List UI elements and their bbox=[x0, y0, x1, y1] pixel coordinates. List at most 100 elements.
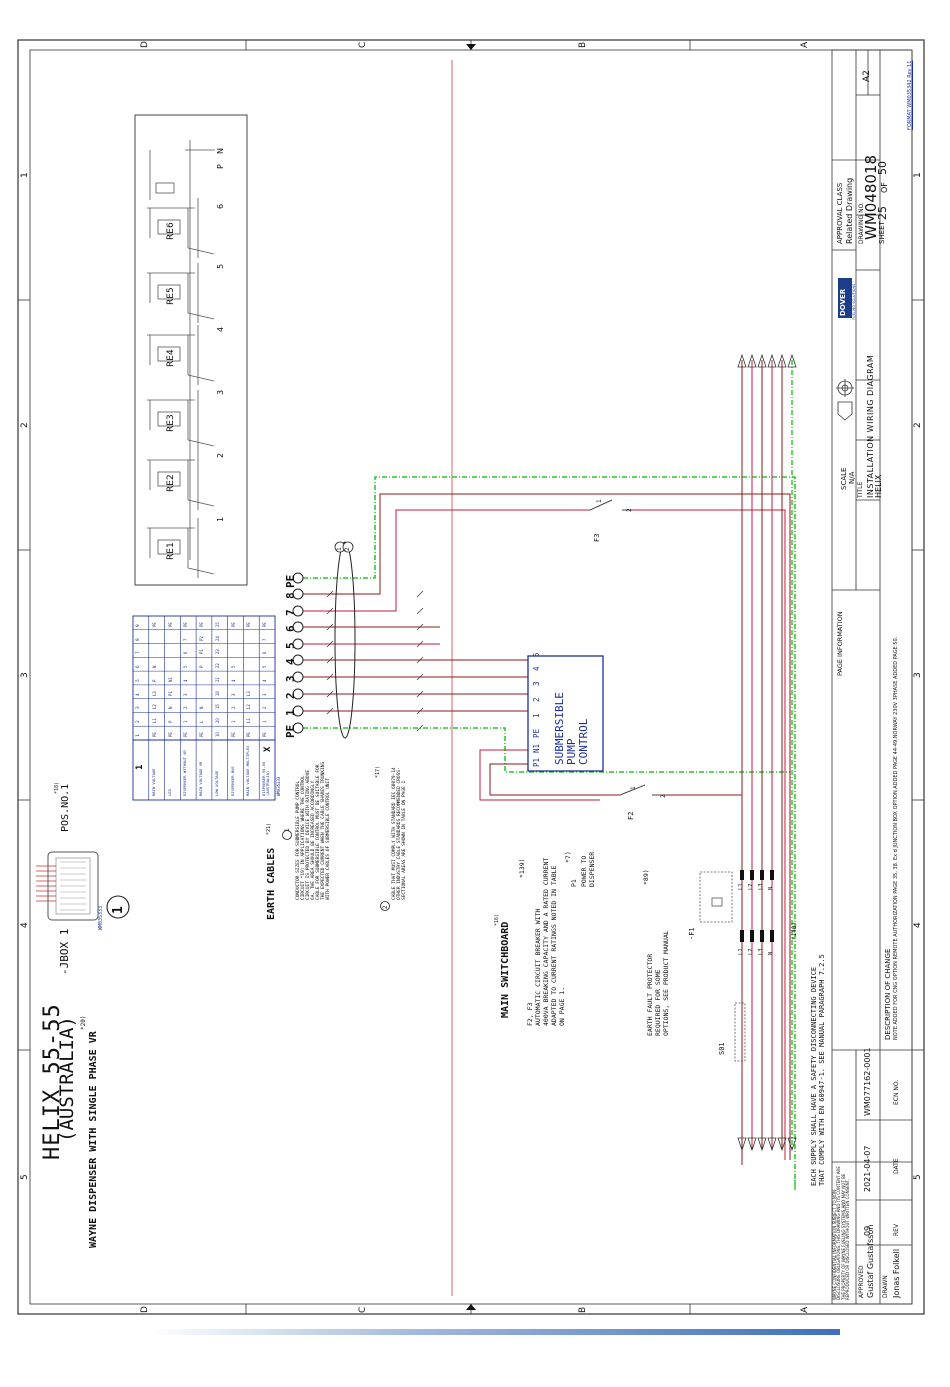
zone-number-left-1: 1 bbox=[20, 172, 30, 178]
table-row-label-0: MAIN VOLTAGE bbox=[150, 768, 156, 796]
table-col-head-6: 6 bbox=[136, 665, 141, 669]
f3-label: F3 bbox=[593, 533, 601, 542]
table-cell-2-8: PE bbox=[183, 621, 189, 627]
table-col-head-8: 8 bbox=[136, 637, 141, 641]
pump-title-3: CONTROL bbox=[577, 718, 590, 765]
wires bbox=[303, 353, 797, 1190]
f2-switch-blade bbox=[619, 784, 646, 796]
table-cell-5-3: 3 bbox=[230, 693, 236, 696]
table-cell-4-7: 24 bbox=[214, 635, 220, 641]
p1-text-1: POWER TO bbox=[580, 855, 588, 887]
efp-title: EARTH FAULT PROTECTOR bbox=[646, 953, 654, 1036]
relay-coil-4 bbox=[157, 346, 181, 362]
table-cell-1-0: PE bbox=[167, 732, 173, 737]
terminal-label-8: 8 bbox=[284, 592, 297, 599]
terminal-circle-4 bbox=[292, 654, 304, 666]
table-cell-1-3: P1 bbox=[167, 690, 173, 696]
relay-coil-6 bbox=[157, 219, 181, 235]
table-header-num: 1 bbox=[135, 764, 145, 770]
wire-slash-12 bbox=[326, 640, 334, 648]
earth-note-circle-2 bbox=[380, 901, 390, 911]
relay-contact-4 bbox=[187, 374, 215, 382]
relay-terminal-4: 4 bbox=[216, 326, 225, 332]
pump-title-1: SUBMERSIBLE bbox=[553, 692, 566, 765]
table-col-head-4: 4 bbox=[136, 692, 141, 696]
relay-terminal-n: N bbox=[216, 148, 225, 154]
f1-label: -F1 bbox=[688, 927, 696, 940]
zone-number-right-1: 1 bbox=[913, 172, 923, 178]
wire-slash-8 bbox=[416, 724, 424, 732]
terminal-label-9: PE bbox=[284, 574, 297, 588]
pump-pin-5: 5 bbox=[532, 652, 541, 657]
bundle-mark-label-1: 1 bbox=[336, 547, 343, 551]
earth-note-2: CABLE FOR SUBMERSIBLE CONTROL MUST BE SU… bbox=[316, 761, 331, 900]
wire-terminal-7-out bbox=[630, 509, 786, 1160]
table-cell-6-0: PE bbox=[246, 732, 252, 737]
terminal-circle-3 bbox=[292, 671, 304, 683]
phase-label-f1-l2: L2 bbox=[748, 883, 754, 890]
center-arrow-top bbox=[466, 44, 476, 50]
projection-symbol-icon bbox=[836, 379, 854, 421]
table-cell-7-4: 4 bbox=[262, 679, 268, 682]
ecn-label: ECN NO. bbox=[893, 1079, 900, 1105]
wire-slash-0 bbox=[416, 590, 424, 598]
relay-coil-5 bbox=[157, 284, 181, 300]
relay-contact-1 bbox=[187, 567, 215, 575]
page-info-label: PAGE INFORMATION bbox=[836, 611, 844, 676]
earth-note-ref: *17) bbox=[375, 765, 381, 778]
rev-value: 09 bbox=[863, 1225, 872, 1236]
terminal-label-1: 1 bbox=[284, 709, 297, 716]
table-row-label-6: MAIN VOLTAGE MULTIPLEX bbox=[245, 745, 251, 796]
title-line-2: HELIX bbox=[874, 474, 883, 498]
f3-switch-blade bbox=[589, 499, 613, 511]
table-cell-3-5: P bbox=[199, 665, 205, 669]
jbox-id-circle bbox=[106, 895, 130, 919]
jbox-label: -JBOX 1 bbox=[58, 928, 71, 975]
table-cell-4-6: 23 bbox=[214, 649, 220, 655]
disconnect-note-2: THAT COMPLY WITH EN 60947-1. SEE MANUAL … bbox=[818, 954, 826, 1186]
relay-contact-2 bbox=[187, 499, 215, 507]
bus-arrow-bottom-4 bbox=[777, 1137, 787, 1152]
wire-slash-3 bbox=[416, 640, 424, 648]
wire-slash-4 bbox=[416, 656, 424, 664]
wire-slash-14 bbox=[326, 673, 334, 681]
bus-arrow-top-0 bbox=[737, 353, 747, 368]
relay-terminal-p: P bbox=[216, 164, 225, 169]
p1-title: P1 bbox=[570, 879, 578, 887]
terminal-circle-8 bbox=[292, 588, 304, 600]
f3-switch-num-1: 1 bbox=[596, 499, 603, 503]
table-cell-3-8: PE bbox=[199, 621, 205, 627]
zone-number-left-3: 3 bbox=[20, 672, 30, 678]
table-cell-7-5: 5 bbox=[262, 665, 268, 669]
earth-bus-arrow-top bbox=[787, 353, 797, 368]
relay-label-3: RE3 bbox=[166, 414, 176, 432]
wire-terminal-8 bbox=[303, 493, 791, 1160]
zone-number-right-4: 4 bbox=[913, 922, 923, 928]
table-cell-7-6: 6 bbox=[262, 651, 268, 655]
terminal-circle-6 bbox=[292, 621, 304, 633]
table-row-label-4: LOW VOLTAGE bbox=[213, 770, 219, 796]
breaker-text-2: 400VA BREAKING CAPACITY AND A RATED CURR… bbox=[542, 857, 550, 1026]
terminal-circle-1 bbox=[292, 705, 304, 717]
table-cell-4-2: 15 bbox=[214, 704, 220, 710]
phase-label-s01-l1: L1 bbox=[738, 948, 744, 955]
jbox-code: WM035333 bbox=[98, 905, 104, 930]
table-cell-4-8: 25 bbox=[214, 621, 220, 627]
relay-label-6: RE6 bbox=[166, 222, 176, 240]
zone-letter-top-2: C bbox=[358, 41, 368, 48]
date-label: DATE bbox=[893, 1158, 900, 1174]
relay-coil-2 bbox=[157, 471, 181, 487]
table-cell-3-0: PE bbox=[199, 732, 205, 737]
table-cell-5-5: 5 bbox=[230, 665, 236, 669]
format-reference: FORMAT WM035342 Rev 11 bbox=[907, 60, 913, 130]
earth-note-1: CONDUCTOR SIZES FOR SUBMERSIBLE PUMP CON… bbox=[296, 769, 316, 900]
terminal-label-3: 3 bbox=[284, 675, 297, 682]
disconnect-note-1: EACH SUPPLY SHALL HAVE A SAFETY DISCONNE… bbox=[810, 966, 818, 1186]
f2-switch-num-1: 1 bbox=[630, 786, 637, 790]
wire-terminal-7 bbox=[303, 509, 590, 612]
drawn-label: DRAWN bbox=[882, 1275, 889, 1298]
earth-note-3: CABLE THAT MUST COMPLY WITH STANDARD IEC… bbox=[392, 767, 407, 900]
table-col-head-9: 9 bbox=[136, 624, 141, 627]
table-cell-2-7: 7 bbox=[183, 638, 189, 641]
